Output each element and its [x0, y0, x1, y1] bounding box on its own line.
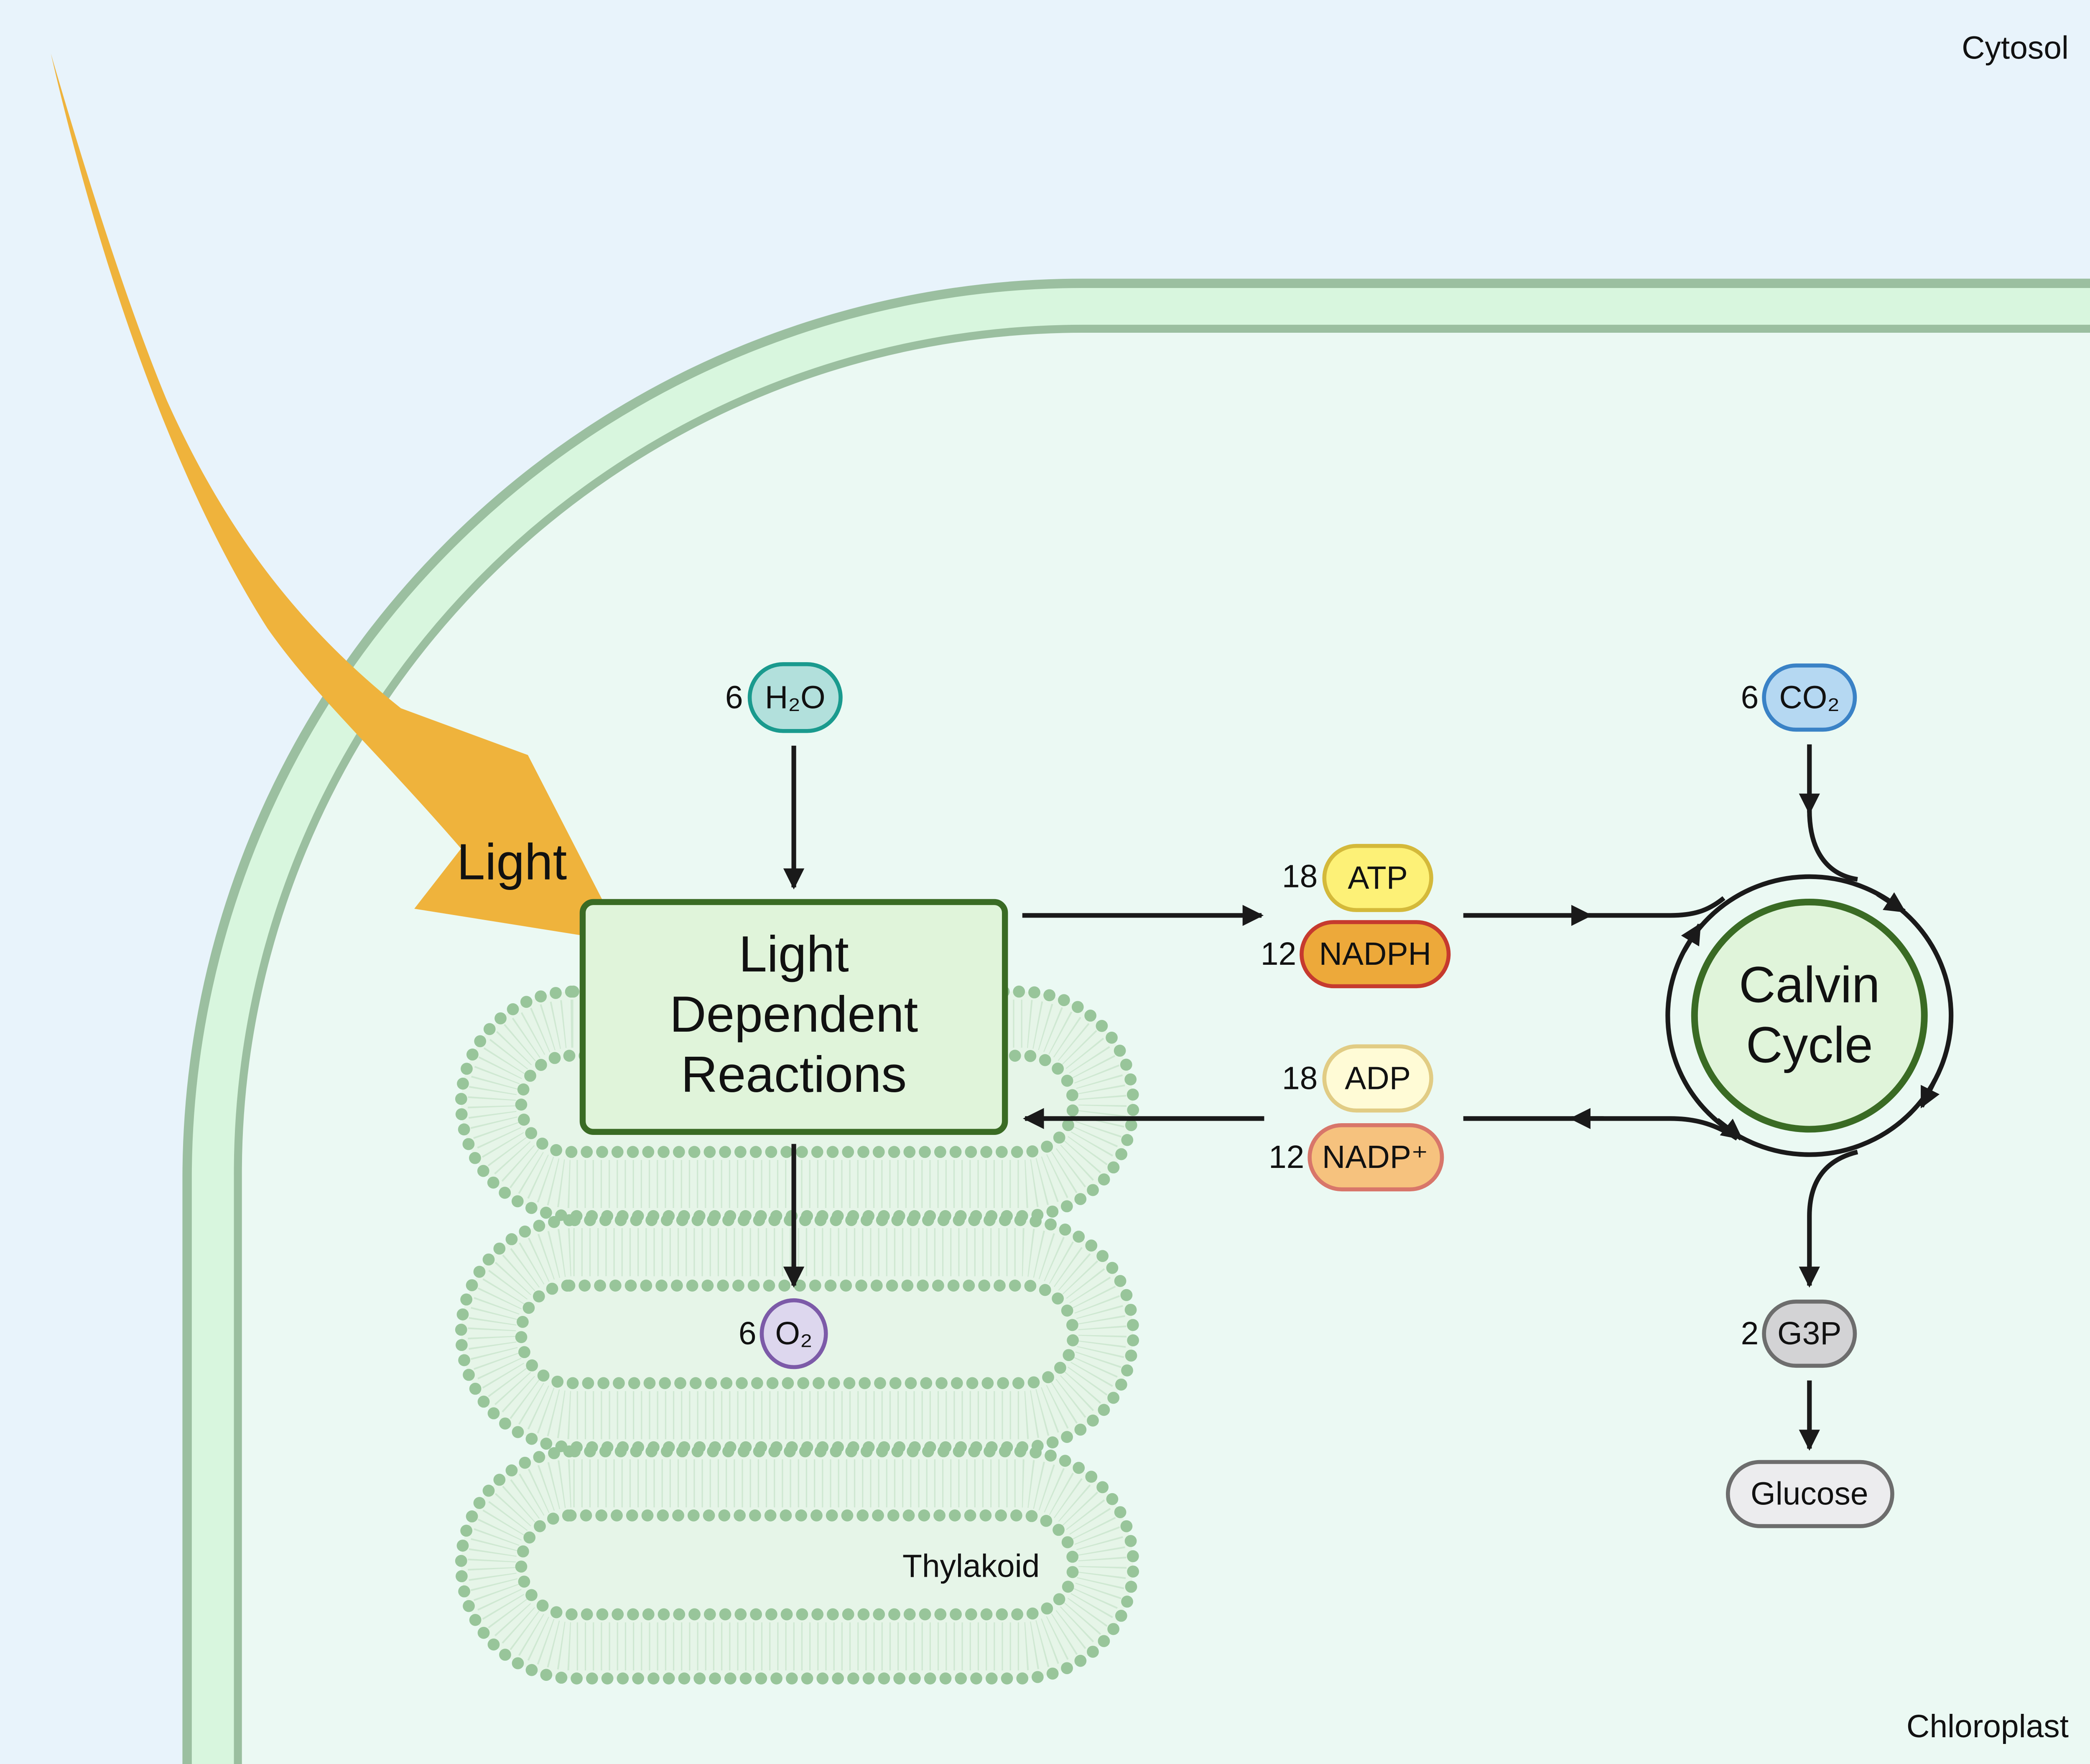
- calvin-to-g3p-arrow: [1799, 1150, 1858, 1288]
- glucose-molecule: Glucose: [1726, 1460, 1894, 1528]
- light-label: Light: [457, 834, 567, 890]
- atp-molecule: 18 ATP: [1282, 844, 1433, 912]
- g3p-molecule: 2 G3P: [1741, 1300, 1857, 1368]
- atp-to-calvin-connector: [1588, 896, 1726, 918]
- nadp-label: NADP⁺: [1322, 1139, 1428, 1175]
- ldr-label-line1: Light: [739, 925, 849, 982]
- atp-label: ATP: [1348, 860, 1408, 896]
- o2-molecule: 6 O₂: [739, 1298, 828, 1369]
- adp-coefficient: 18: [1282, 1060, 1318, 1096]
- nadp-coefficient: 12: [1269, 1139, 1304, 1175]
- adp-label: ADP: [1345, 1060, 1411, 1096]
- atp-coefficient: 18: [1282, 859, 1318, 895]
- o2-label: O₂: [775, 1316, 812, 1351]
- g3p-coefficient: 2: [1741, 1316, 1759, 1351]
- chloroplast-label: Chloroplast: [1906, 1709, 2069, 1744]
- h2o-label: H₂O: [765, 680, 826, 715]
- glucose-label: Glucose: [1751, 1476, 1868, 1512]
- ldr-label-line3: Reactions: [681, 1046, 907, 1103]
- h2o-molecule: 6 H₂O: [725, 662, 843, 733]
- adp-molecule: 18 ADP: [1282, 1044, 1433, 1113]
- calvin-cycle: Calvin Cycle: [1665, 874, 1954, 1157]
- co2-molecule: 6 CO₂: [1741, 663, 1857, 732]
- g3p-label: G3P: [1777, 1316, 1842, 1351]
- ldr-label-line2: Dependent: [670, 986, 918, 1043]
- co2-coefficient: 6: [1741, 680, 1759, 715]
- cycle-arrowhead: [1876, 892, 1906, 914]
- nadp-molecule: 12 NADP⁺: [1269, 1123, 1444, 1192]
- nadph-molecule: 12 NADPH: [1261, 920, 1451, 989]
- thylakoid-disc: [455, 1445, 1139, 1685]
- nadph-coefficient: 12: [1261, 936, 1296, 972]
- nadph-label: NADPH: [1319, 936, 1431, 972]
- thylakoid-label: Thylakoid: [902, 1548, 1040, 1584]
- light-dependent-reactions-box: Light Dependent Reactions: [579, 899, 1008, 1135]
- calvin-label-line2: Cycle: [1746, 1017, 1873, 1073]
- calvin-label-line1: Calvin: [1739, 956, 1880, 1013]
- o2-coefficient: 6: [739, 1316, 757, 1351]
- cycle-arrowhead: [1681, 923, 1702, 953]
- co2-label: CO₂: [1779, 680, 1840, 715]
- cytosol-label: Cytosol: [1962, 31, 2069, 66]
- h2o-coefficient: 6: [725, 680, 743, 715]
- co2-to-calvin-connector: [1807, 810, 1858, 882]
- calvin-cycle-loop: [1665, 874, 1954, 1157]
- cycle-arrowhead: [1919, 1078, 1940, 1109]
- cycle-arrowhead: [1715, 1118, 1743, 1141]
- light-arrow: [51, 53, 624, 942]
